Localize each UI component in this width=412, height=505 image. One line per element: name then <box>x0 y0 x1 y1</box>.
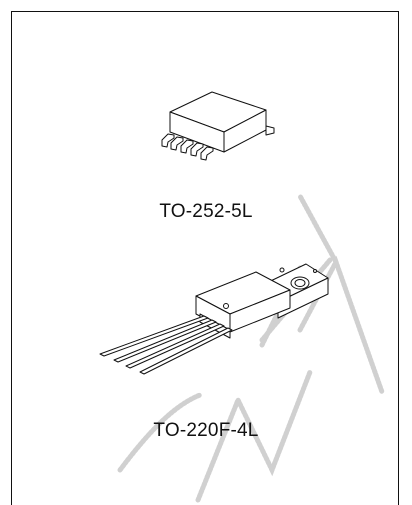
to-220f-4l-package-icon <box>99 263 329 375</box>
package-label-to-220f-4l: TO-220F-4L <box>153 420 259 441</box>
package-label-to-252-5l: TO-252-5L <box>159 201 253 222</box>
package-frame <box>11 11 399 505</box>
to-252-5l-package-icon <box>161 91 275 161</box>
